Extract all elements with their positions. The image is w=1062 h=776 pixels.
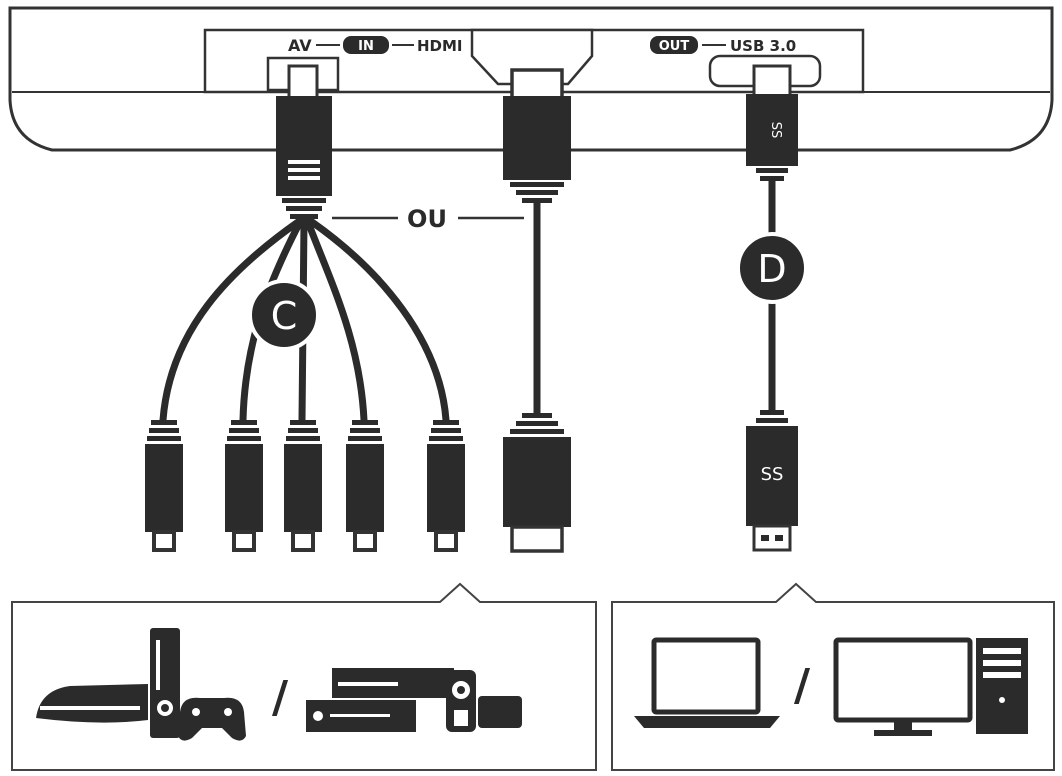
- out-label: OUT: [659, 39, 690, 54]
- av-cable: C: [145, 64, 465, 552]
- rca-plug-2: [225, 420, 263, 552]
- in-label: IN: [358, 39, 374, 54]
- badge-c: [248, 279, 320, 351]
- badge-d-label: D: [757, 247, 786, 291]
- in-pill: [343, 36, 389, 54]
- usb-plug-body-bottom: [746, 426, 798, 526]
- usb-plug-body-top: [746, 94, 798, 166]
- game-console-icon: [36, 628, 180, 738]
- hdmi-port-label: HDMI: [417, 37, 463, 55]
- target-devices-panel: /: [611, 582, 1055, 771]
- svg-text:SS: SS: [768, 122, 783, 139]
- dvd-player-icon: [306, 668, 454, 732]
- hdmi-plug-body-bottom: [503, 437, 571, 527]
- rca-plug-1: [145, 420, 183, 552]
- game-controller-icon: [178, 697, 246, 741]
- badge-d: [736, 232, 808, 304]
- usb-cable: SS SS D: [736, 64, 808, 552]
- hdmi-plug-body-top: [503, 96, 571, 180]
- hdmi-cable: [503, 68, 571, 553]
- rca-plug-3: [284, 420, 322, 552]
- hdmi-plug-tip-bottom: [510, 525, 564, 553]
- rca-plug-4: [346, 420, 384, 552]
- usb-plug-tip-bottom: [752, 524, 792, 552]
- or-label: OU: [407, 205, 447, 233]
- laptop-icon: [634, 637, 780, 728]
- pc-tower-icon: [976, 638, 1028, 734]
- av-port-label: AV: [288, 36, 312, 55]
- svg-text:SS: SS: [761, 464, 784, 485]
- target-separator: /: [794, 660, 811, 711]
- av-plug-tip: [287, 64, 319, 100]
- desktop-monitor-icon: [833, 637, 973, 736]
- hdmi-plug-tip-top: [510, 68, 564, 100]
- rca-plug-5: [427, 420, 465, 552]
- source-separator: /: [272, 672, 289, 723]
- or-separator: OU: [332, 205, 524, 233]
- out-pill: [650, 36, 698, 54]
- av-plug-body: [276, 96, 332, 196]
- badge-c-label: C: [271, 294, 298, 338]
- usb-plug-tip-top: [752, 64, 792, 98]
- camcorder-icon: [446, 670, 522, 732]
- usb-port-label: USB 3.0: [730, 37, 796, 55]
- source-devices-panel: /: [11, 582, 597, 771]
